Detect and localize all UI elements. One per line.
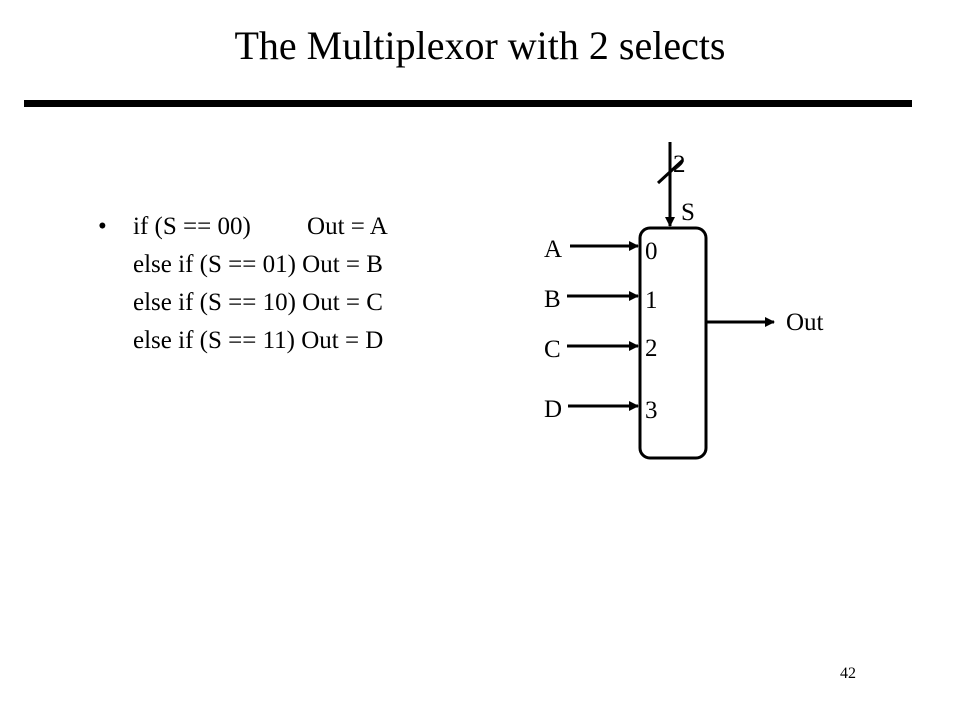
pseudocode-lines: if (S == 00) Out = A else if (S == 01) O… xyxy=(133,208,388,360)
input-name-a: A xyxy=(544,236,562,263)
input-name-b: B xyxy=(544,286,561,313)
slide-title: The Multiplexor with 2 selects xyxy=(234,23,726,68)
title-rule xyxy=(24,100,912,107)
page-number: 42 xyxy=(840,665,856,682)
input-name-c: C xyxy=(544,336,561,363)
code-line: if (S == 00) Out = A xyxy=(133,213,388,240)
mux-body xyxy=(638,226,708,460)
input-index-3: 3 xyxy=(645,397,658,424)
code-line: else if (S == 10) Out = C xyxy=(133,289,383,316)
code-line: else if (S == 11) Out = D xyxy=(133,327,384,354)
input-index-1: 1 xyxy=(645,287,658,314)
bus-width-slash xyxy=(656,158,685,185)
code-line: else if (S == 01) Out = B xyxy=(133,251,383,278)
input-index-2: 2 xyxy=(645,335,658,362)
input-name-d: D xyxy=(544,396,562,423)
select-width-label: 2 xyxy=(673,151,686,178)
output-label: Out xyxy=(786,309,824,336)
select-label: S xyxy=(681,199,695,226)
bullet-marker: • xyxy=(98,213,107,240)
input-index-0: 0 xyxy=(645,238,658,265)
